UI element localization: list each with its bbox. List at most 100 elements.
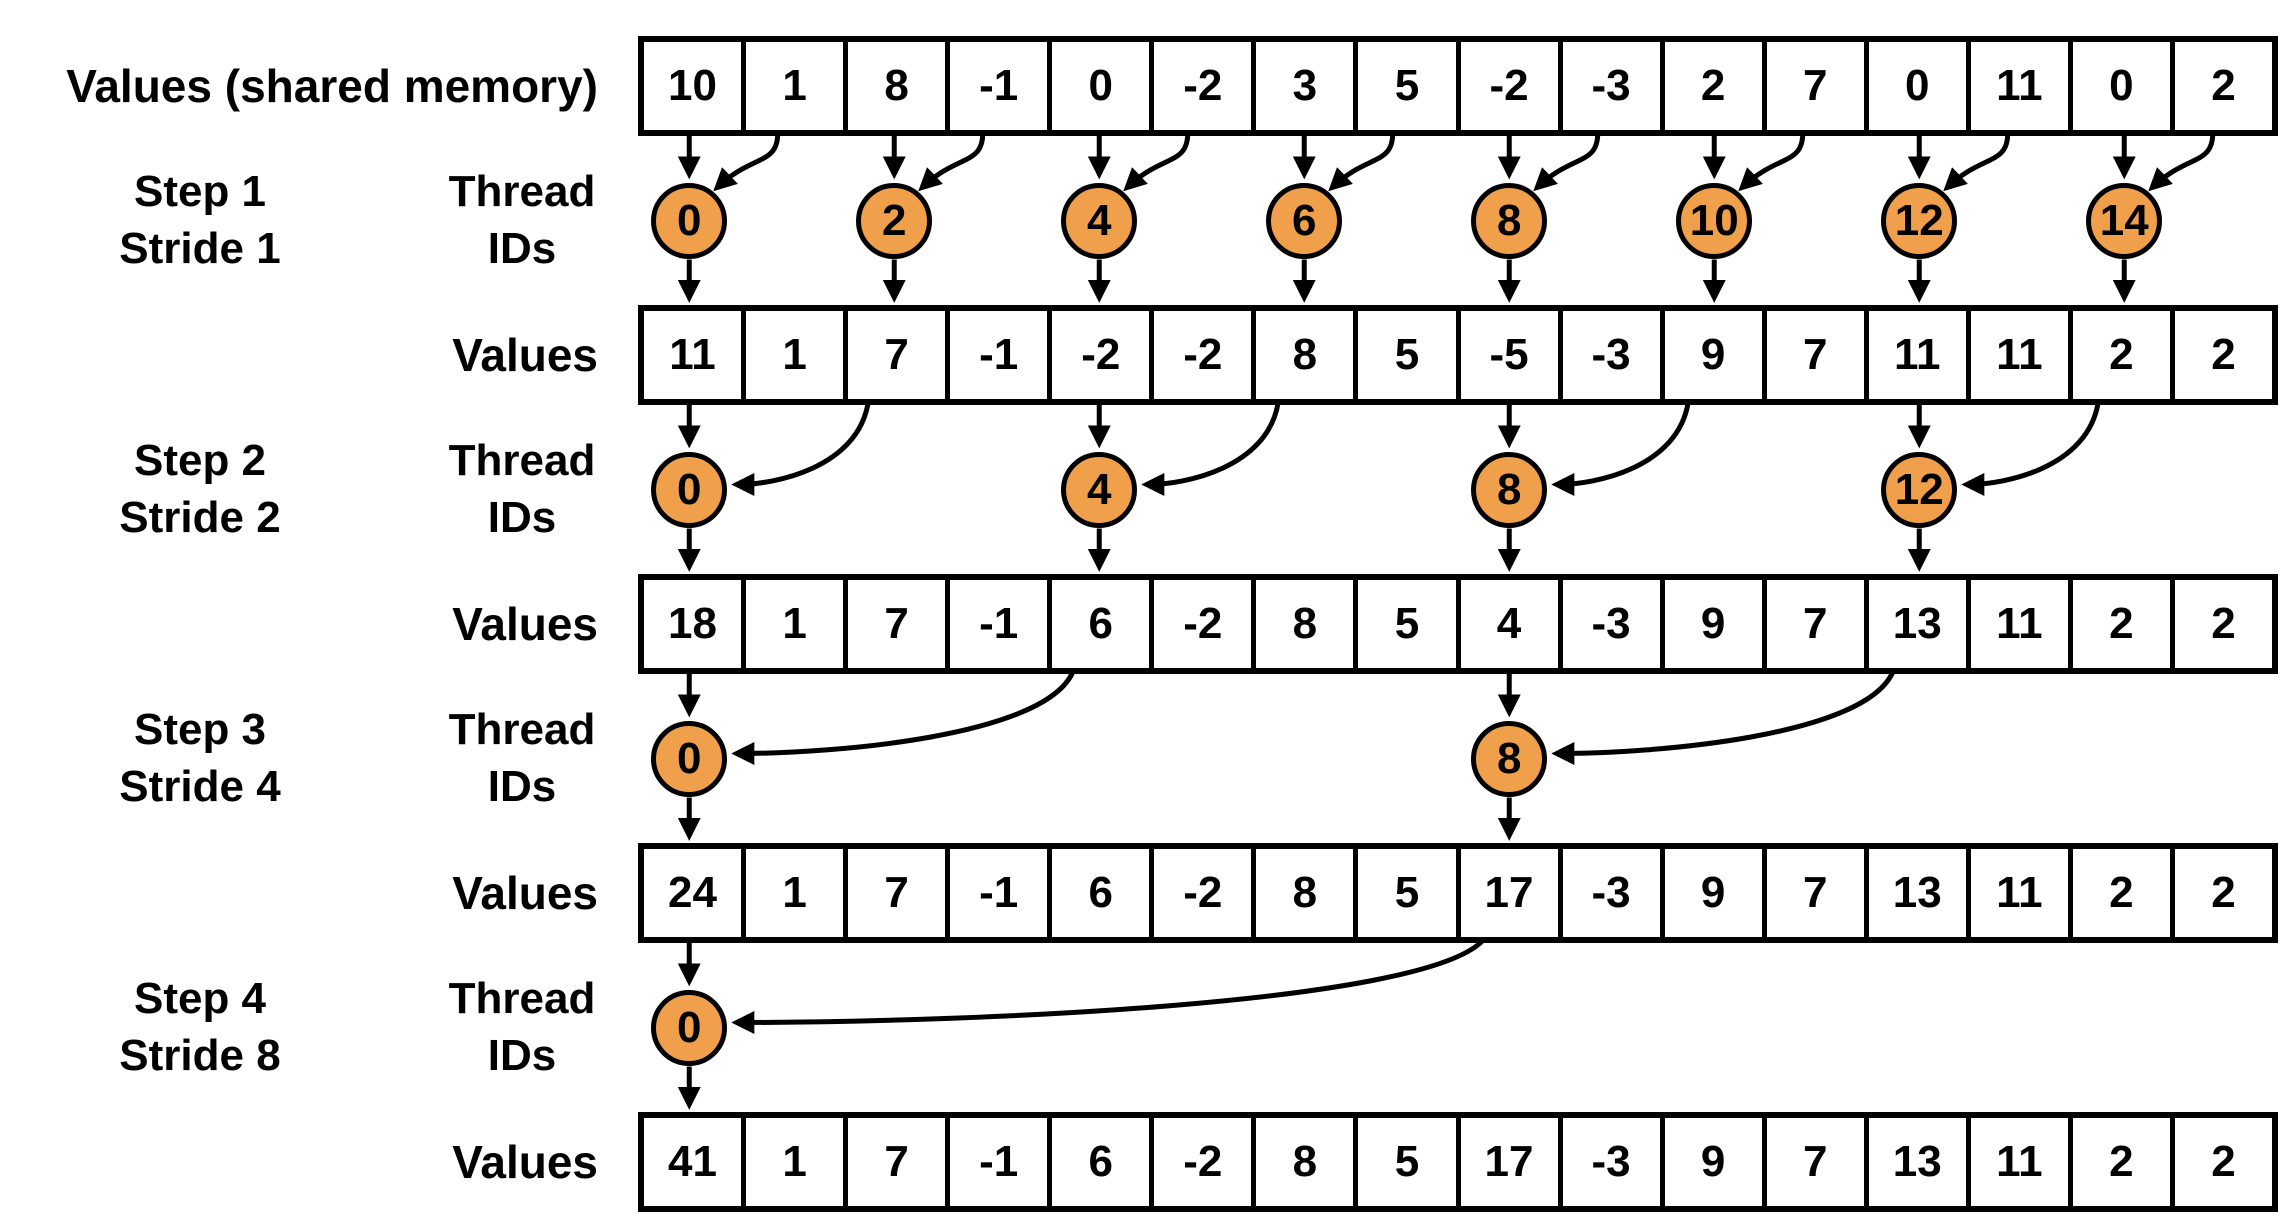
value-cell: 5 — [1358, 849, 1461, 937]
value-cell: 6 — [1052, 849, 1155, 937]
value-cell: -1 — [950, 1118, 1053, 1206]
value-cell: 7 — [1767, 849, 1869, 937]
value-cell: 7 — [848, 311, 951, 399]
value-cell: 2 — [2211, 868, 2236, 917]
thread-circle: 14 — [2086, 182, 2163, 259]
value-cell: -3 — [1563, 580, 1665, 668]
value-cell: 7 — [1767, 1118, 1869, 1206]
value-cell: 1 — [746, 580, 849, 668]
value-cell: -1 — [950, 849, 1053, 937]
value-cell: 11 — [1971, 849, 2073, 937]
arrow-stride-cell-to-thread — [1551, 669, 1896, 765]
value-cell: -1 — [950, 311, 1053, 399]
value-cell: 13 — [1869, 1118, 1971, 1206]
value-cell: 4 — [1461, 580, 1563, 668]
value-cell: 7 — [848, 580, 951, 668]
arrow-stride-cell-to-thread — [1533, 132, 1601, 192]
value-cell: 8 — [1256, 311, 1359, 399]
value-cell: -2 — [1154, 580, 1257, 668]
value-cell: 11 — [1971, 42, 2073, 130]
value-cell: 11 — [1971, 311, 2073, 399]
thread-circle: 8 — [1471, 720, 1548, 797]
value-cell: 8 — [1256, 580, 1359, 668]
arrow-stride-cell-to-thread — [713, 132, 781, 192]
value-cell: 11 — [644, 311, 747, 399]
arrow-stride-cell-to-thread — [1738, 132, 1806, 192]
value-cell: 0 — [1869, 42, 1971, 130]
value-cell: -2 — [1154, 849, 1257, 937]
value-cell: 2 — [2073, 580, 2175, 668]
values-label: Values — [452, 867, 598, 919]
value-cell: 6 — [1052, 580, 1155, 668]
value-cell: 1 — [746, 42, 849, 130]
value-cell: 7 — [1767, 580, 1869, 668]
value-cell: 5 — [1358, 1118, 1461, 1206]
value-cell: -1 — [950, 580, 1053, 668]
thread-circle: 2 — [856, 182, 933, 259]
arrow-stride-cell-to-thread — [1141, 401, 1281, 496]
value-cell: 2 — [2211, 599, 2236, 648]
value-cell: 7 — [1767, 42, 1869, 130]
value-cell: -5 — [1461, 311, 1563, 399]
value-cell: 11 — [1971, 1118, 2073, 1206]
arrow-stride-cell-to-thread — [1961, 401, 2101, 496]
value-cell: 9 — [1665, 311, 1767, 399]
value-cell: 0 — [1052, 42, 1155, 130]
value-cell: 5 — [1358, 580, 1461, 668]
value-cell: 2 — [2211, 1137, 2236, 1186]
value-cell: 10 — [644, 42, 747, 130]
value-cell: 5 — [1358, 311, 1461, 399]
value-cell: -3 — [1563, 311, 1665, 399]
arrow-stride-cell-to-thread — [2148, 132, 2216, 192]
value-cell: 11 — [1869, 311, 1971, 399]
thread-label: Thread — [448, 436, 596, 486]
thread-circle: 0 — [651, 182, 728, 259]
value-cell: 41 — [644, 1118, 747, 1206]
values-label: Values — [452, 598, 598, 650]
thread-circle: 8 — [1471, 182, 1548, 259]
value-cell: -2 — [1461, 42, 1563, 130]
step-label: Step 4 — [133, 974, 267, 1024]
value-cell: 13 — [1869, 580, 1971, 668]
thread-circle: 6 — [1266, 182, 1343, 259]
thread-label: Thread — [448, 167, 596, 217]
thread-circle: 0 — [651, 451, 728, 528]
step-label: Step 1 — [133, 167, 267, 217]
arrow-stride-cell-to-thread — [731, 401, 871, 496]
thread-label: Thread — [448, 705, 596, 755]
step-label: Step 2 — [133, 436, 267, 486]
ids-label: IDs — [487, 223, 557, 273]
value-cell: 3 — [1256, 42, 1359, 130]
step-label: Step 3 — [133, 705, 267, 755]
stride-label: Stride 2 — [119, 492, 281, 542]
shared-memory-label: Values (shared memory) — [66, 60, 598, 112]
value-cell: 11 — [1971, 580, 2073, 668]
value-cell: 17 — [1461, 1118, 1563, 1206]
value-cell: 7 — [848, 849, 951, 937]
values-label: Values — [452, 329, 598, 381]
arrow-stride-cell-to-thread — [1943, 132, 2011, 192]
value-cell: 7 — [848, 1118, 951, 1206]
values-label: Values — [452, 1136, 598, 1188]
value-cell: -3 — [1563, 849, 1665, 937]
value-cell: -3 — [1563, 42, 1665, 130]
value-cell: 2 — [1665, 42, 1767, 130]
thread-circle: 4 — [1061, 182, 1138, 259]
arrow-stride-cell-to-thread — [731, 938, 1486, 1034]
arrow-stride-cell-to-thread — [1551, 401, 1691, 496]
value-cell: 8 — [848, 42, 951, 130]
value-cell: 24 — [644, 849, 747, 937]
value-cell: -3 — [1563, 1118, 1665, 1206]
value-cell: 2 — [2073, 849, 2175, 937]
